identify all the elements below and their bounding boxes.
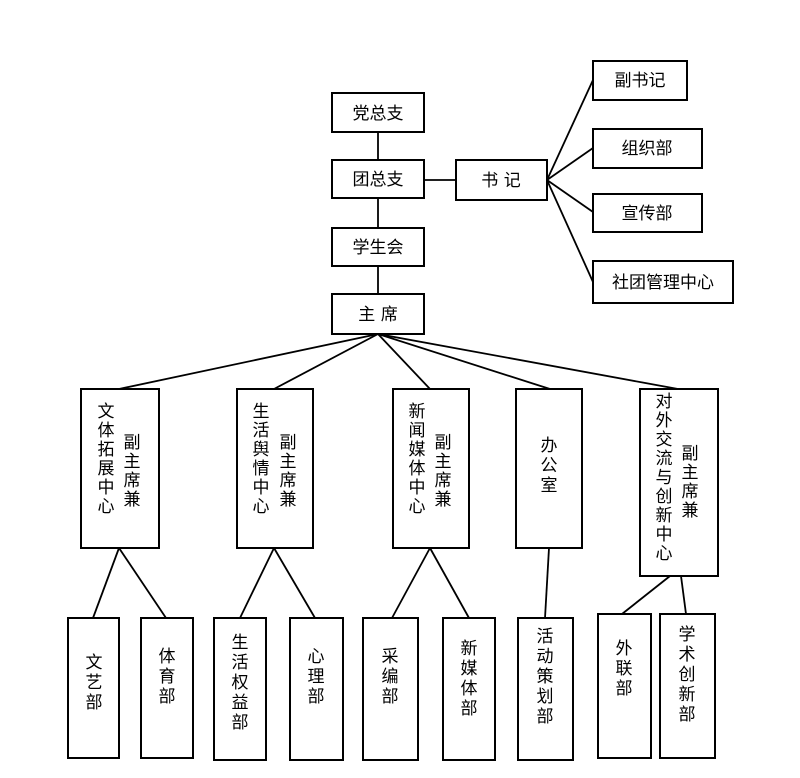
center-opinion-vice-label: 副主席兼	[280, 433, 297, 510]
center-sports-node: 文体拓展中心 副主席兼	[80, 388, 160, 549]
center-exchange-vice-label: 副主席兼	[682, 444, 699, 521]
center-sports-label: 文体拓展中心	[98, 402, 115, 517]
dept-arts-label: 文艺部	[86, 653, 103, 713]
league-branch-label: 团总支	[353, 170, 404, 190]
dept-psych-node: 心理部	[289, 617, 344, 761]
dept-arts-node: 文艺部	[67, 617, 120, 759]
chairman-label: 主 席	[358, 305, 397, 325]
center-sports-vice-label: 副主席兼	[124, 433, 141, 510]
connector-lines	[92, 79, 687, 619]
organization-dept-node: 组织部	[592, 128, 703, 169]
dept-liaison-label: 外联部	[616, 639, 633, 699]
student-union-node: 学生会	[331, 227, 425, 267]
center-media-node: 新闻媒体中心 副主席兼	[392, 388, 470, 549]
dept-pe-node: 体育部	[140, 617, 194, 759]
dept-psych-label: 心理部	[308, 647, 325, 707]
dept-rights-node: 生活权益部	[213, 617, 267, 761]
center-exchange-label: 对外交流与创新中心	[656, 392, 673, 564]
organization-dept-label: 组织部	[622, 139, 673, 159]
dept-planning-node: 活动策划部	[517, 617, 574, 761]
party-branch-node: 党总支	[331, 92, 425, 133]
dept-liaison-node: 外联部	[597, 613, 652, 759]
dept-planning-label: 活动策划部	[537, 627, 554, 727]
club-center-label: 社团管理中心	[612, 273, 714, 293]
student-union-label: 学生会	[353, 238, 404, 258]
secretary-label: 书 记	[481, 171, 520, 191]
party-branch-label: 党总支	[353, 104, 404, 124]
deputy-secretary-node: 副书记	[592, 60, 688, 101]
center-office-label: 办公室	[541, 436, 558, 496]
center-opinion-node: 生活舆情中心 副主席兼	[236, 388, 314, 549]
center-exchange-node: 对外交流与创新中心 副主席兼	[639, 388, 719, 577]
center-media-vice-label: 副主席兼	[435, 433, 452, 510]
dept-newmedia-label: 新媒体部	[461, 639, 478, 719]
chairman-node: 主 席	[331, 293, 425, 335]
dept-editing-node: 采编部	[362, 617, 419, 761]
publicity-dept-node: 宣传部	[592, 193, 703, 233]
dept-rights-label: 生活权益部	[232, 633, 249, 733]
dept-pe-label: 体育部	[159, 647, 176, 707]
dept-academic-node: 学术创新部	[659, 613, 716, 759]
center-media-label: 新闻媒体中心	[409, 402, 426, 517]
club-center-node: 社团管理中心	[592, 260, 734, 304]
dept-academic-label: 学术创新部	[679, 625, 696, 725]
league-branch-node: 团总支	[331, 159, 425, 199]
publicity-dept-label: 宣传部	[622, 204, 673, 224]
deputy-secretary-label: 副书记	[615, 71, 666, 91]
center-office-node: 办公室	[515, 388, 583, 549]
secretary-node: 书 记	[455, 159, 548, 201]
dept-newmedia-node: 新媒体部	[442, 617, 496, 761]
center-opinion-label: 生活舆情中心	[253, 402, 270, 517]
dept-editing-label: 采编部	[382, 647, 399, 707]
